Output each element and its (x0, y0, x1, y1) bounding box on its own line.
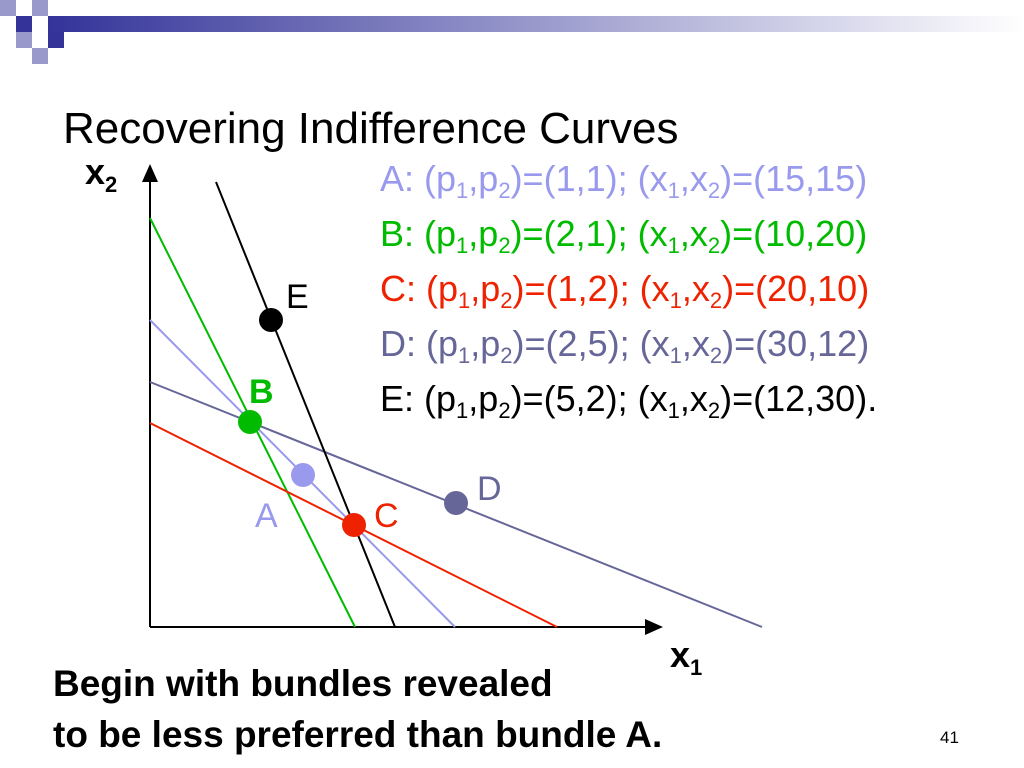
bundle-label: D (380, 323, 406, 364)
header-square (16, 16, 32, 32)
page-number: 41 (940, 728, 959, 747)
header-gradient-bar (48, 16, 1024, 32)
caption-line-2: to be less preferred than bundle A. (53, 714, 663, 755)
bundle-quantities: 15,15 (765, 158, 856, 199)
point-B (238, 410, 262, 434)
bundle-prices: 5,2 (555, 378, 606, 419)
point-D (444, 491, 468, 515)
point-E (259, 308, 283, 332)
caption-line-1: Begin with bundles revealed (53, 663, 553, 704)
bundle-row-C: C: (p1,p2)=(1,2); (x1,x2)=(20,10) (380, 268, 870, 313)
bundle-quantities: 20,10 (767, 268, 858, 309)
bundle-row-A: A: (p1,p2)=(1,1); (x1,x2)=(15,15) (380, 158, 868, 203)
header-square (0, 0, 16, 16)
point-A (291, 463, 315, 487)
bundle-prices: 2,1 (555, 213, 606, 254)
bundle-row-end: . (867, 378, 878, 419)
header-square (32, 48, 48, 64)
header-square (32, 0, 48, 16)
header-decoration (0, 0, 1024, 64)
bundle-label: C (380, 268, 406, 309)
bundle-prices: 1,1 (555, 158, 606, 199)
bundle-prices: 1,2 (557, 268, 608, 309)
point-C (342, 513, 366, 537)
point-label-E: E (286, 278, 309, 316)
point-label-D: D (477, 470, 502, 508)
bundle-label: A (380, 158, 405, 199)
header-square (48, 32, 64, 48)
bundle-prices: 2,5 (557, 323, 608, 364)
point-label-A: A (255, 497, 278, 535)
bundle-quantities: 12,30 (765, 378, 856, 419)
budget-line-E (215, 181, 396, 628)
bundle-row-D: D: (p1,p2)=(2,5); (x1,x2)=(30,12) (380, 323, 870, 368)
bundle-quantities: 30,12 (767, 323, 858, 364)
bundle-label: E (380, 378, 405, 419)
bundle-quantities: 10,20 (765, 213, 856, 254)
point-label-C: C (374, 497, 399, 535)
bundle-label: B (380, 213, 405, 254)
slide-title: Recovering Indifference Curves (63, 104, 679, 153)
x-axis-label: x1 (670, 634, 702, 680)
point-label-B: B (249, 373, 274, 411)
y-axis-label: x2 (85, 151, 117, 197)
bundle-row-E: E: (p1,p2)=(5,2); (x1,x2)=(12,30). (380, 378, 878, 423)
bundle-row-B: B: (p1,p2)=(2,1); (x1,x2)=(10,20) (380, 213, 868, 258)
header-square (16, 32, 32, 48)
